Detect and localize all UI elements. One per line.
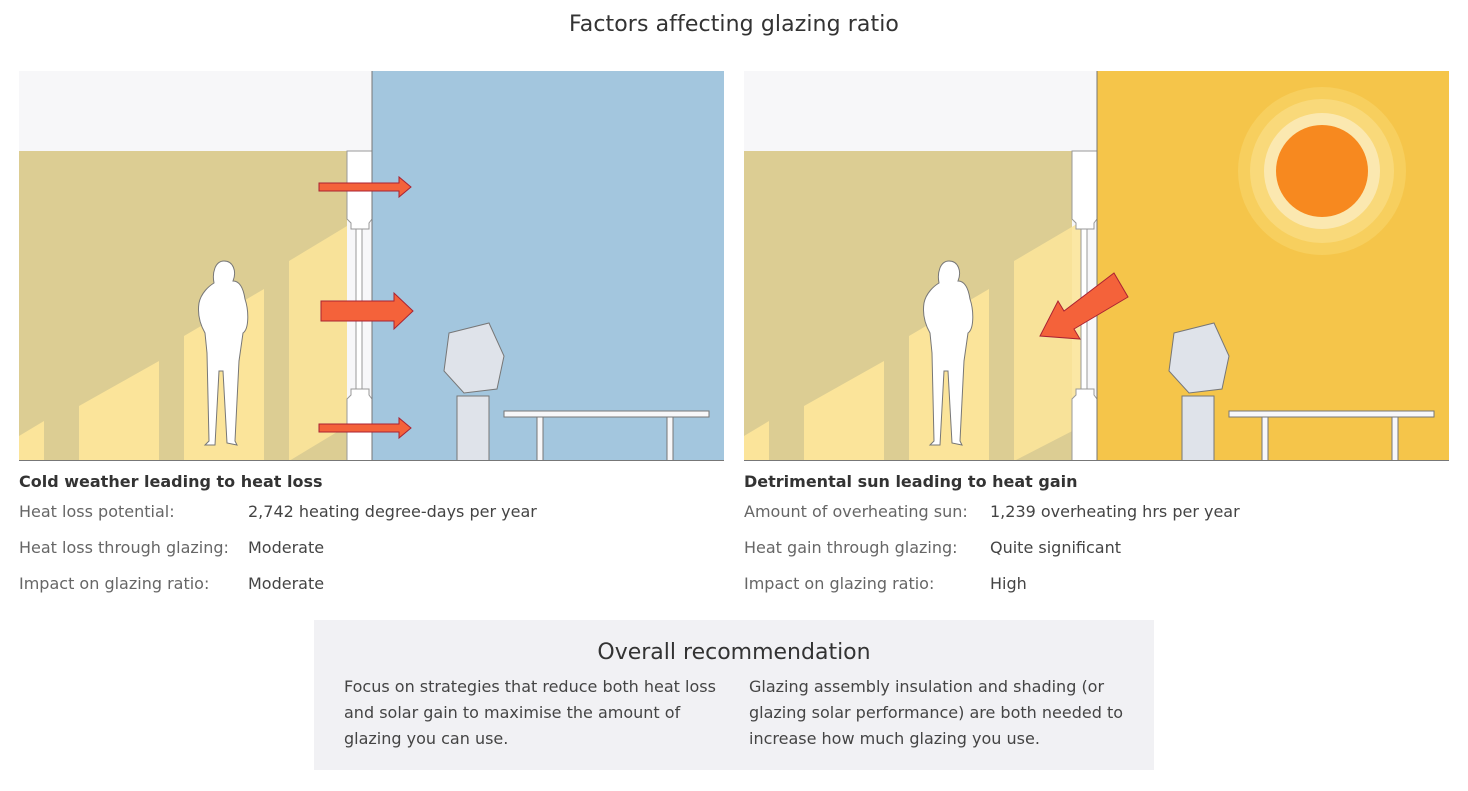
detail-label: Heat loss potential: xyxy=(19,502,175,521)
recommendation-text-2: Glazing assembly insulation and shading … xyxy=(749,677,1124,748)
heat-loss-heading: Cold weather leading to heat loss xyxy=(19,472,323,491)
detail-value: Moderate xyxy=(248,574,325,593)
heat-loss-arrow-icon xyxy=(318,175,414,440)
detail-value: Quite significant xyxy=(990,538,1121,557)
heat-gain-heading: Detrimental sun leading to heat gain xyxy=(744,472,1078,491)
detail-label: Heat loss through glazing: xyxy=(19,538,229,557)
detail-value: 1,239 overheating hrs per year xyxy=(990,502,1240,521)
overall-recommendation-box: Overall recommendation Focus on strategi… xyxy=(314,620,1154,770)
heat-loss-details: Cold weather leading to heat loss Heat l… xyxy=(19,470,719,602)
plant-pot-icon xyxy=(443,322,505,461)
recommendation-text-1: Focus on strategies that reduce both hea… xyxy=(344,677,716,748)
bench-icon xyxy=(1228,410,1435,461)
heat-gain-details: Detrimental sun leading to heat gain Amo… xyxy=(744,470,1444,602)
detail-label: Impact on glazing ratio: xyxy=(744,574,935,593)
detail-label: Impact on glazing ratio: xyxy=(19,574,210,593)
detail-row: Impact on glazing ratio: Moderate xyxy=(19,566,719,602)
detail-value: Moderate xyxy=(248,538,325,557)
detail-label: Amount of overheating sun: xyxy=(744,502,968,521)
person-silhouette-icon xyxy=(923,260,974,446)
detail-row: Heat gain through glazing: Quite signifi… xyxy=(744,530,1444,566)
detail-row: Heat loss potential: 2,742 heating degre… xyxy=(19,494,719,530)
detail-value: 2,742 heating degree-days per year xyxy=(248,502,537,521)
recommendation-title: Overall recommendation xyxy=(597,640,871,665)
detail-label: Heat gain through glazing: xyxy=(744,538,958,557)
sun-icon xyxy=(1238,87,1406,255)
person-silhouette-icon xyxy=(198,260,249,446)
detail-row: Amount of overheating sun: 1,239 overhea… xyxy=(744,494,1444,530)
solar-gain-arrow-icon xyxy=(1039,272,1129,340)
bench-icon xyxy=(503,410,710,461)
detail-row: Heat loss through glazing: Moderate xyxy=(19,530,719,566)
heat-loss-illustration xyxy=(19,71,724,461)
detail-value: High xyxy=(990,574,1027,593)
heat-gain-illustration xyxy=(744,71,1449,461)
page-title: Factors affecting glazing ratio xyxy=(569,12,899,37)
detail-row: Impact on glazing ratio: High xyxy=(744,566,1444,602)
plant-pot-icon xyxy=(1168,322,1230,461)
